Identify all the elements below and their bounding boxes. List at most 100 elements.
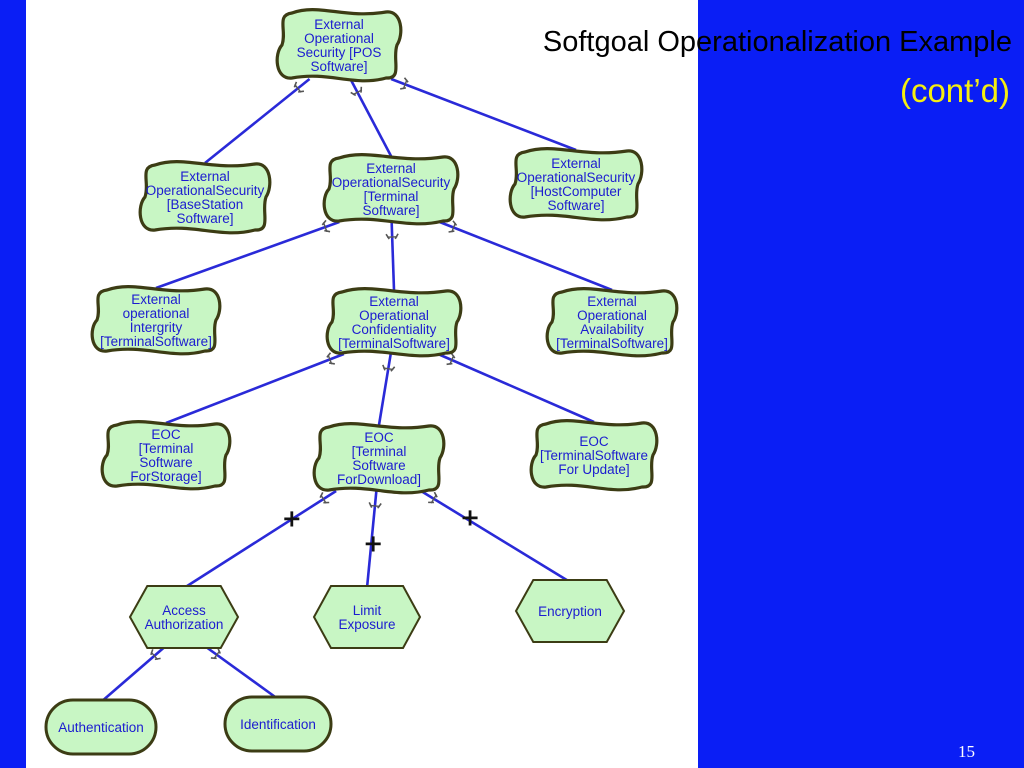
node-label-line: Intergrity bbox=[130, 320, 183, 335]
and-mark-7 bbox=[382, 364, 396, 372]
node-label-line: Authentication bbox=[58, 720, 144, 735]
node-n15[interactable]: Identification bbox=[223, 695, 333, 753]
edge-n5-n3 bbox=[155, 220, 340, 290]
contribution-label: + bbox=[363, 530, 383, 558]
node-n4[interactable]: ExternalOperationalSecurity[HostComputer… bbox=[508, 147, 644, 222]
and-mark-1 bbox=[350, 86, 363, 97]
node-label-line: ForStorage] bbox=[130, 469, 201, 484]
slide-title: Softgoal Operationalization Example bbox=[542, 26, 1012, 58]
node-label-line: Access bbox=[162, 603, 206, 618]
operationalization-hexagon bbox=[514, 579, 626, 643]
node-n2[interactable]: ExternalOperationalSecurity[BaseStationS… bbox=[138, 160, 272, 235]
node-label-line: [HostComputer bbox=[531, 184, 622, 199]
node-label-line: EOC bbox=[364, 430, 394, 445]
node-label-line: Availability bbox=[580, 322, 644, 337]
node-label-line: operational bbox=[123, 306, 190, 321]
node-n13[interactable]: Encryption bbox=[514, 579, 626, 643]
softgoal-cloud bbox=[275, 8, 403, 83]
softgoal-cloud bbox=[325, 287, 463, 358]
contribution-label: + bbox=[282, 505, 302, 533]
node-label-line: [Terminal bbox=[352, 444, 407, 459]
edge-n11-n9 bbox=[183, 489, 337, 590]
node-label-line: [TerminalSoftware] bbox=[338, 336, 450, 351]
node-label-line: Identification bbox=[240, 717, 316, 732]
and-mark-2 bbox=[400, 77, 409, 90]
edge-n13-n9 bbox=[420, 489, 571, 584]
page-number: 15 bbox=[958, 742, 975, 761]
softgoal-cloud bbox=[100, 420, 232, 491]
node-label-line: EOC bbox=[151, 427, 181, 442]
node-label-line: Operational bbox=[359, 308, 429, 323]
and-mark-9 bbox=[319, 492, 330, 504]
and-mark-6 bbox=[326, 352, 335, 365]
left-blue-bar bbox=[0, 0, 26, 768]
operationalization-hexagon bbox=[128, 585, 240, 649]
operationalization-hexagon bbox=[312, 585, 422, 649]
operationalization-oval bbox=[223, 695, 333, 753]
edge-n15-n11 bbox=[203, 644, 279, 701]
and-mark-11 bbox=[428, 491, 438, 504]
node-label-line: For Update] bbox=[558, 462, 629, 477]
node-n6[interactable]: ExternalOperationalConfidentiality[Termi… bbox=[325, 287, 463, 358]
node-label-line: Security [POS bbox=[297, 45, 382, 60]
node-label-line: ForDownload] bbox=[337, 472, 421, 487]
and-mark-10 bbox=[368, 502, 382, 509]
node-label-line: [Terminal bbox=[364, 189, 419, 204]
node-label-line: External bbox=[131, 292, 181, 307]
contribution-label: + bbox=[460, 504, 480, 532]
edge-n4-n1 bbox=[390, 77, 577, 152]
and-mark-8 bbox=[446, 352, 456, 366]
node-label-line: OperationalSecurity bbox=[332, 175, 451, 190]
node-label-line: Software] bbox=[362, 203, 419, 218]
node-label-line: [TerminalSoftware] bbox=[556, 336, 668, 351]
node-label-line: Exposure bbox=[338, 617, 395, 632]
node-label-line: Software bbox=[352, 458, 405, 473]
softgoal-cloud bbox=[545, 287, 679, 358]
and-mark-12 bbox=[150, 649, 161, 661]
node-label-line: [TerminalSoftware bbox=[540, 448, 648, 463]
edge-n14-n11 bbox=[100, 645, 167, 703]
edge-n12-n9 bbox=[365, 490, 378, 589]
node-label-line: Confidentiality bbox=[352, 322, 437, 337]
and-mark-0 bbox=[293, 81, 305, 93]
node-label-line: OperationalSecurity bbox=[517, 170, 636, 185]
edge-layer: + + + bbox=[100, 77, 613, 703]
and-mark-4 bbox=[385, 233, 399, 240]
node-label-line: [TerminalSoftware] bbox=[100, 334, 212, 349]
node-label-line: Software] bbox=[310, 59, 367, 74]
node-label-line: Encryption bbox=[538, 604, 602, 619]
node-label-line: External bbox=[366, 161, 416, 176]
node-n14[interactable]: Authentication bbox=[44, 698, 158, 756]
and-mark-3 bbox=[321, 219, 331, 233]
node-label-line: Authorization bbox=[145, 617, 224, 632]
node-label-line: [Terminal bbox=[139, 441, 194, 456]
node-n3[interactable]: ExternalOperationalSecurity[TerminalSoft… bbox=[322, 153, 460, 226]
node-label-line: Operational bbox=[304, 31, 374, 46]
edge-n8-n6 bbox=[165, 352, 345, 425]
edge-n6-n3 bbox=[390, 221, 396, 291]
node-n7[interactable]: ExternalOperationalAvailability[Terminal… bbox=[545, 287, 679, 358]
node-label-line: [BaseStation bbox=[167, 197, 244, 212]
edge-n10-n6 bbox=[437, 352, 595, 424]
node-label-line: Limit bbox=[353, 603, 382, 618]
node-label-line: EOC bbox=[579, 434, 609, 449]
node-label-line: Software] bbox=[176, 211, 233, 226]
edge-n3-n1 bbox=[349, 78, 393, 157]
node-n5[interactable]: ExternaloperationalIntergrity[TerminalSo… bbox=[90, 285, 222, 356]
node-label-line: OperationalSecurity bbox=[146, 183, 265, 198]
softgoal-cloud bbox=[312, 422, 446, 495]
node-label-line: Software bbox=[139, 455, 192, 470]
node-label-line: External bbox=[180, 169, 230, 184]
softgoal-cloud bbox=[529, 419, 659, 492]
node-label-line: External bbox=[369, 294, 419, 309]
edge-n7-n3 bbox=[439, 220, 613, 292]
